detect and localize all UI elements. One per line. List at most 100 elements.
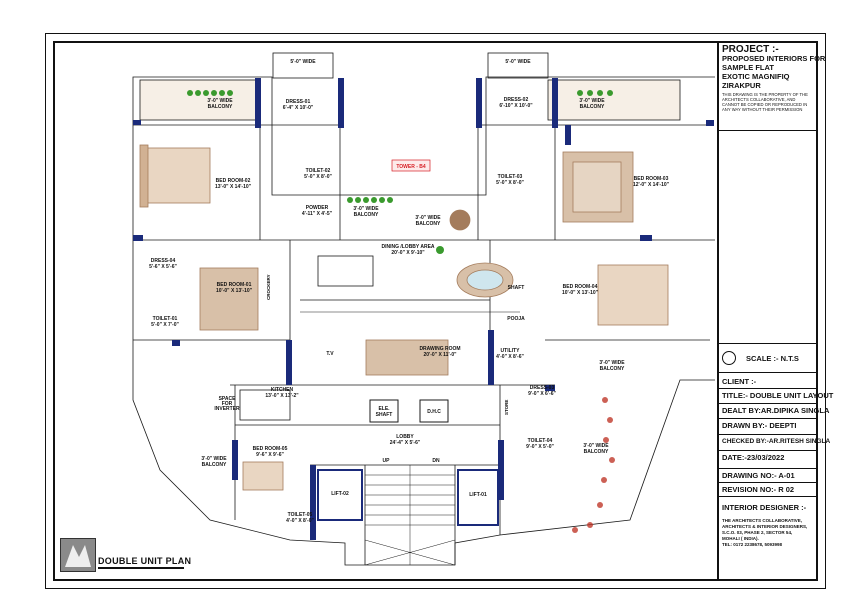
drawing-no-row: DRAWING NO:- A-01 bbox=[719, 469, 816, 483]
plant bbox=[355, 197, 361, 203]
wall-segment bbox=[310, 465, 316, 540]
room-label: STORE bbox=[504, 400, 509, 415]
north-arrow-icon bbox=[722, 351, 736, 365]
room-label: SPACE bbox=[219, 396, 237, 402]
lift-01-box bbox=[457, 469, 499, 526]
plant bbox=[436, 246, 444, 254]
project-line: SAMPLE FLAT bbox=[722, 63, 774, 72]
room-label: POOJA bbox=[507, 316, 525, 322]
bed-01 bbox=[199, 267, 259, 331]
sheet-inner-border bbox=[53, 41, 818, 581]
wall-segment bbox=[255, 78, 261, 128]
room-label: 10'-0" X 13'-10" bbox=[562, 290, 599, 296]
room-label: BALCONY bbox=[600, 366, 625, 372]
room-label: DRESS-02 bbox=[504, 97, 529, 103]
balcony-strip-left bbox=[139, 79, 259, 121]
plant bbox=[227, 90, 233, 96]
room-label: 5'-6" X 5'-6" bbox=[149, 264, 177, 270]
balcony-frame-top-right bbox=[487, 52, 549, 79]
plant bbox=[363, 197, 369, 203]
room-label: LOBBY bbox=[396, 434, 414, 440]
plant bbox=[371, 197, 377, 203]
client-text: CLIENT :- bbox=[722, 377, 757, 386]
room-label: DN bbox=[432, 458, 440, 464]
flower bbox=[603, 437, 609, 443]
round-table bbox=[449, 209, 471, 231]
room-label: FOR bbox=[222, 401, 233, 407]
plant bbox=[195, 90, 201, 96]
plan-title-underline bbox=[98, 567, 184, 569]
bed-02 bbox=[144, 147, 211, 204]
room-label: 5'-0" X 8'-0" bbox=[496, 180, 524, 186]
room-label: 3'-0" WIDE bbox=[583, 443, 609, 449]
dhc-box bbox=[419, 399, 449, 423]
plant bbox=[597, 90, 603, 96]
room-label: BALCONY bbox=[580, 104, 605, 110]
room-label: 3'-0" WIDE bbox=[201, 456, 227, 462]
room-label: 10'-0" X 13'-10" bbox=[216, 288, 253, 294]
room-label: UP bbox=[383, 458, 391, 464]
room-label: T.V bbox=[326, 351, 334, 357]
room-label: DRESS-01 bbox=[286, 99, 311, 105]
client-row: CLIENT :- bbox=[719, 375, 816, 389]
room-label: BALCONY bbox=[354, 212, 379, 218]
drawn-by-row: DRAWN BY:- DEEPTI bbox=[719, 419, 816, 435]
room-label: 3'-0" WIDE bbox=[353, 206, 379, 212]
room-label: BALCONY bbox=[584, 449, 609, 455]
room-label: BED ROOM-02 bbox=[216, 178, 251, 184]
room-label: CROCKERY bbox=[266, 274, 271, 300]
plant bbox=[607, 90, 613, 96]
elec-shaft-box bbox=[369, 399, 399, 423]
scale-text: SCALE :- N.T.S bbox=[746, 353, 799, 363]
room-label: BALCONY bbox=[202, 462, 227, 468]
room-label: DINING /LOBBY AREA bbox=[381, 244, 434, 250]
room-label: POWDER bbox=[306, 205, 329, 211]
room-label: D.H.C bbox=[427, 409, 441, 415]
flower bbox=[609, 457, 615, 463]
room-label: BED ROOM-05 bbox=[253, 446, 288, 452]
drawing-no-text: DRAWING NO:- A-01 bbox=[722, 471, 795, 480]
room-label: 12'-0" X 14'-10" bbox=[633, 182, 670, 188]
plant bbox=[219, 90, 225, 96]
wall-segment bbox=[172, 340, 180, 346]
firm-logo-icon bbox=[60, 538, 96, 572]
project-section: PROJECT :- PROPOSED INTERIORS FOR SAMPLE… bbox=[719, 43, 825, 131]
dealt-by-text: DEALT BY:AR.DIPIKA SINGLA bbox=[722, 406, 830, 415]
room-label: BED ROOM-04 bbox=[563, 284, 598, 290]
dealt-by-row: DEALT BY:AR.DIPIKA SINGLA bbox=[719, 404, 830, 419]
title-text: TITLE:- DOUBLE UNIT LAYOUT bbox=[722, 391, 834, 400]
plant bbox=[577, 90, 583, 96]
floor-plan: TOWER - B4 5'-0" WIDE 5'-0" WIDE 3'-0" W… bbox=[132, 52, 715, 566]
bed-05 bbox=[242, 461, 284, 491]
room-label: 9'-0" X 6'-6" bbox=[528, 391, 556, 397]
wall-segment bbox=[552, 78, 558, 128]
bed-04 bbox=[597, 264, 669, 326]
room-label: LIFT-02 bbox=[331, 491, 349, 497]
scale-section: SCALE :- N.T.S bbox=[719, 343, 816, 373]
flower bbox=[607, 417, 613, 423]
wall-segment bbox=[706, 120, 714, 126]
revision-row: REVISION NO:- R 02 bbox=[719, 483, 816, 497]
plant bbox=[379, 197, 385, 203]
wall-segment bbox=[640, 235, 652, 241]
room-label: 5'-0" X 8'-0" bbox=[304, 174, 332, 180]
tower-label-box bbox=[391, 159, 431, 172]
drawn-by-text: DRAWN BY:- DEEPTI bbox=[722, 421, 797, 430]
flower bbox=[601, 477, 607, 483]
checked-by-row: CHECKED BY:-AR.RITESH SINGLA bbox=[719, 435, 831, 451]
room-label: BED ROOM-01 bbox=[217, 282, 252, 288]
room-label: 4'-0" X 8'-6" bbox=[496, 354, 524, 360]
room-label: 6'-10" X 10'-0" bbox=[499, 103, 533, 109]
designer-heading: INTERIOR DESIGNER :- bbox=[722, 503, 807, 512]
room-label: SHAFT bbox=[376, 412, 393, 418]
room-label: 5'-0" WIDE bbox=[290, 59, 316, 65]
wall-segment bbox=[498, 440, 504, 500]
sheet-outer-border bbox=[45, 33, 826, 589]
room-label: BALCONY bbox=[416, 221, 441, 227]
checked-by-text: CHECKED BY:-AR.RITESH SINGLA bbox=[722, 438, 831, 445]
room-label: 3'-0" WIDE bbox=[415, 215, 441, 221]
blank-section bbox=[719, 131, 816, 373]
wall-segment bbox=[565, 125, 571, 145]
room-label: 20'-0" X 9'-10" bbox=[391, 250, 425, 256]
designer-line: TEL: 0172 2238678, 5093998 bbox=[722, 542, 783, 547]
